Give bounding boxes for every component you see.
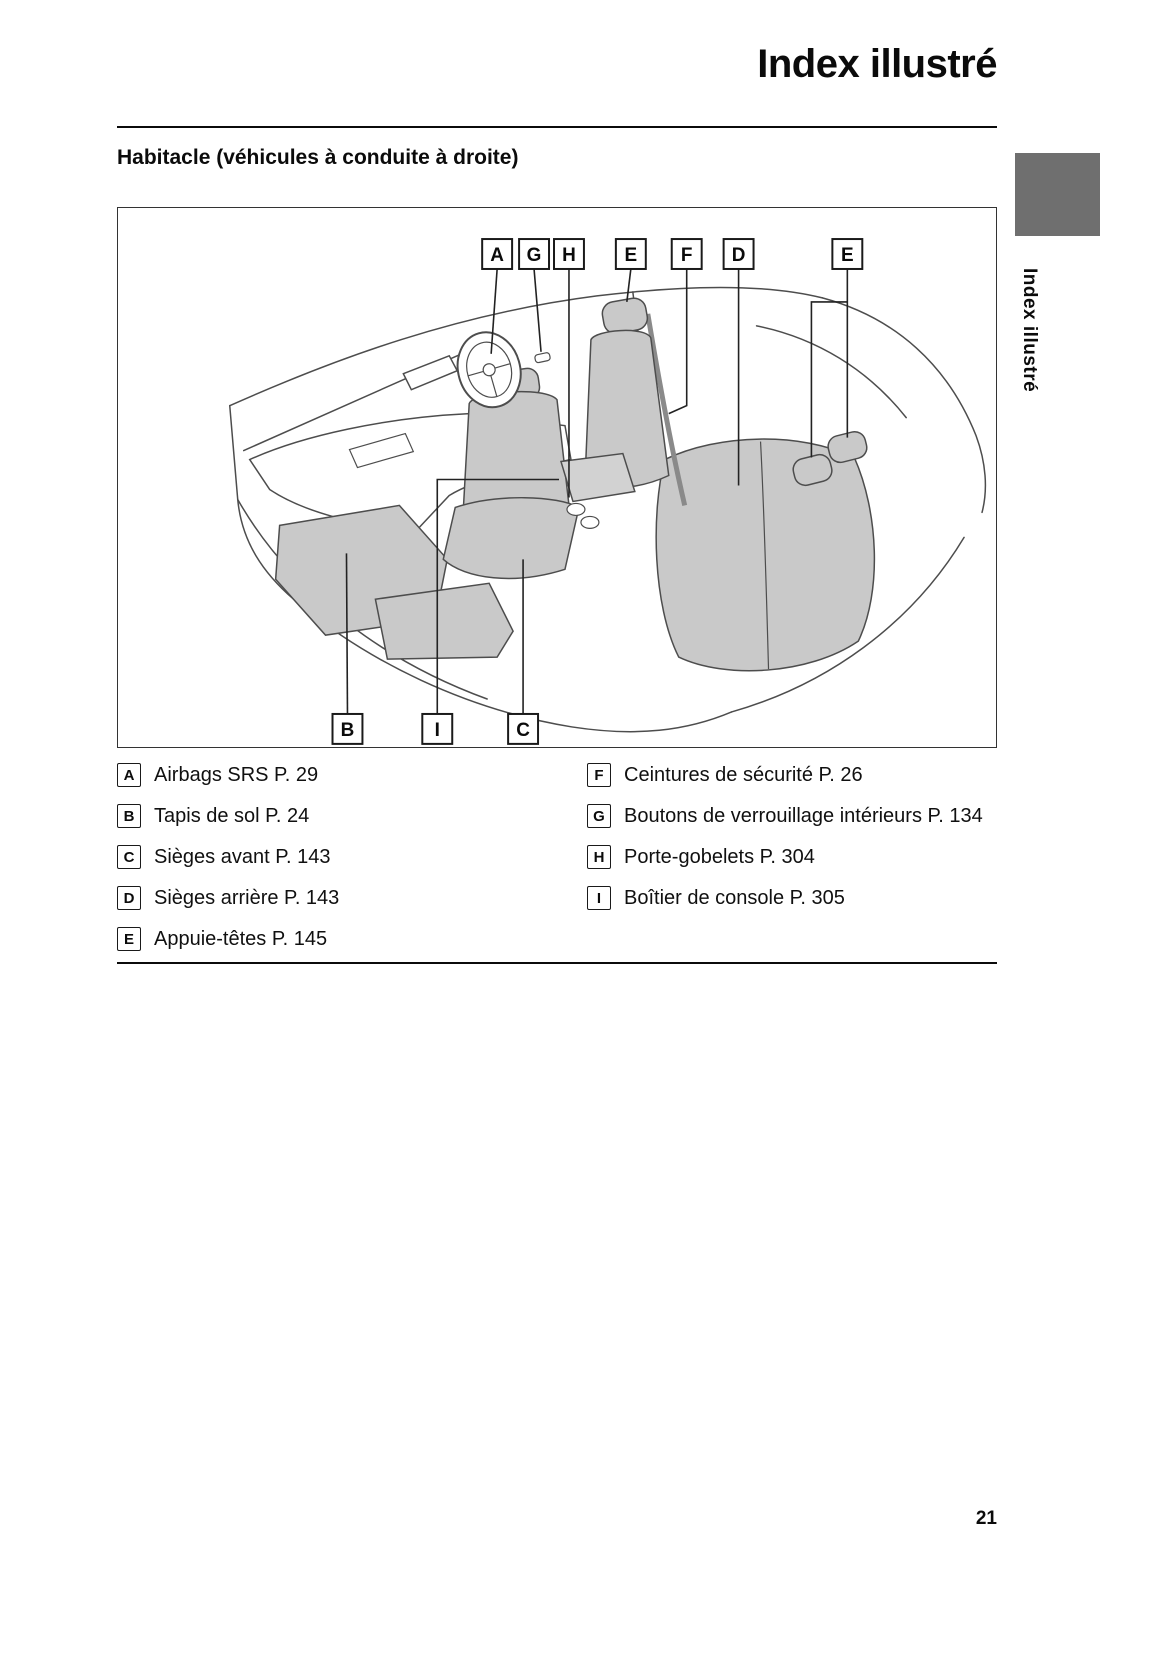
cup-holder-1 — [566, 502, 586, 517]
callout-label-d: D — [732, 245, 746, 266]
callout-label-c: C — [516, 720, 530, 741]
legend-text-c: Sièges avant P. 143 — [154, 846, 331, 868]
legend-column-left: A Airbags SRS P. 29 B Tapis de sol P. 24… — [117, 762, 557, 967]
callout-label-e2: E — [841, 245, 854, 266]
legend-key-d: D — [117, 886, 141, 910]
rear-headrest-left — [792, 453, 833, 487]
legend-key-e: E — [117, 927, 141, 951]
seatbelt — [645, 313, 688, 507]
legend-text-f: Ceintures de sécurité P. 26 — [624, 764, 863, 786]
front-seat-cushion — [442, 496, 580, 580]
legend-text-a: Airbags SRS P. 29 — [154, 764, 319, 786]
floor-mat-rear — [374, 582, 514, 660]
cup-holder-2 — [580, 515, 600, 529]
door-lock-button — [534, 352, 551, 364]
rear-headrest-right — [827, 430, 868, 464]
rear-seat-split-line — [759, 441, 770, 670]
legend-key-f: F — [587, 763, 611, 787]
car-body-outline — [228, 286, 987, 733]
interior-diagram: A G H E F D E B I C — [117, 207, 997, 748]
callout-label-a: A — [490, 245, 504, 266]
legend-text-d: Sièges arrière P. 143 — [154, 887, 340, 909]
legend-key-h: H — [587, 845, 611, 869]
legend-key-c: C — [117, 845, 141, 869]
legend-item-d: D Sièges arrière P. 143 — [117, 885, 557, 911]
callout-label-h: H — [562, 245, 576, 266]
legend-text-b: Tapis de sol P. 24 — [154, 805, 310, 827]
legend-item-h: H Porte-gobelets P. 304 — [587, 844, 997, 870]
callout-label-g: G — [527, 245, 542, 266]
legend-key-i: I — [587, 886, 611, 910]
legend-item-a: A Airbags SRS P. 29 — [117, 762, 557, 788]
legend-key-a: A — [117, 763, 141, 787]
legend-bottom-rule — [117, 962, 997, 964]
steering-wheel — [456, 331, 522, 409]
legend-item-g: G Boutons de verrouillage intérieurs P. … — [587, 803, 997, 829]
callout-label-e1: E — [625, 245, 638, 266]
rearview-mirror — [402, 354, 459, 391]
legend-key-g: G — [587, 804, 611, 828]
title-rule — [117, 126, 997, 128]
callout-label-b: B — [341, 720, 355, 741]
chapter-tab — [1015, 153, 1100, 236]
dashboard-vent — [348, 432, 415, 469]
legend-item-e: E Appuie-têtes P. 145 — [117, 926, 557, 952]
callout-boxes-bottom: B I C — [331, 712, 540, 745]
legend-text-h: Porte-gobelets P. 304 — [624, 846, 815, 868]
page-title: Index illustré — [757, 42, 997, 86]
legend-text-i: Boîtier de console P. 305 — [624, 887, 845, 909]
front-headrest-far — [601, 297, 649, 335]
legend-item-f: F Ceintures de sécurité P. 26 — [587, 762, 997, 788]
callout-label-f: F — [681, 245, 693, 266]
legend-item-b: B Tapis de sol P. 24 — [117, 803, 557, 829]
section-heading: Habitacle (véhicules à conduite à droite… — [117, 146, 519, 169]
callout-label-i: I — [435, 720, 440, 741]
legend-item-i: I Boîtier de console P. 305 — [587, 885, 997, 911]
callout-leader-lines — [345, 268, 849, 714]
page-number: 21 — [975, 1508, 997, 1529]
callout-boxes-top: A G H E F D E — [481, 238, 864, 270]
legend-text-g: Boutons de verrouillage intérieurs P. 13… — [624, 805, 983, 827]
console-box — [560, 452, 636, 503]
car-interior-illustration: A G H E F D E B I C — [228, 238, 987, 745]
legend-column-right: F Ceintures de sécurité P. 26 G Boutons … — [587, 762, 997, 926]
legend-item-c: C Sièges avant P. 143 — [117, 844, 557, 870]
chapter-sidebar-label: Index illustré — [1019, 268, 1040, 393]
legend-key-b: B — [117, 804, 141, 828]
legend-text-e: Appuie-têtes P. 145 — [154, 928, 328, 950]
